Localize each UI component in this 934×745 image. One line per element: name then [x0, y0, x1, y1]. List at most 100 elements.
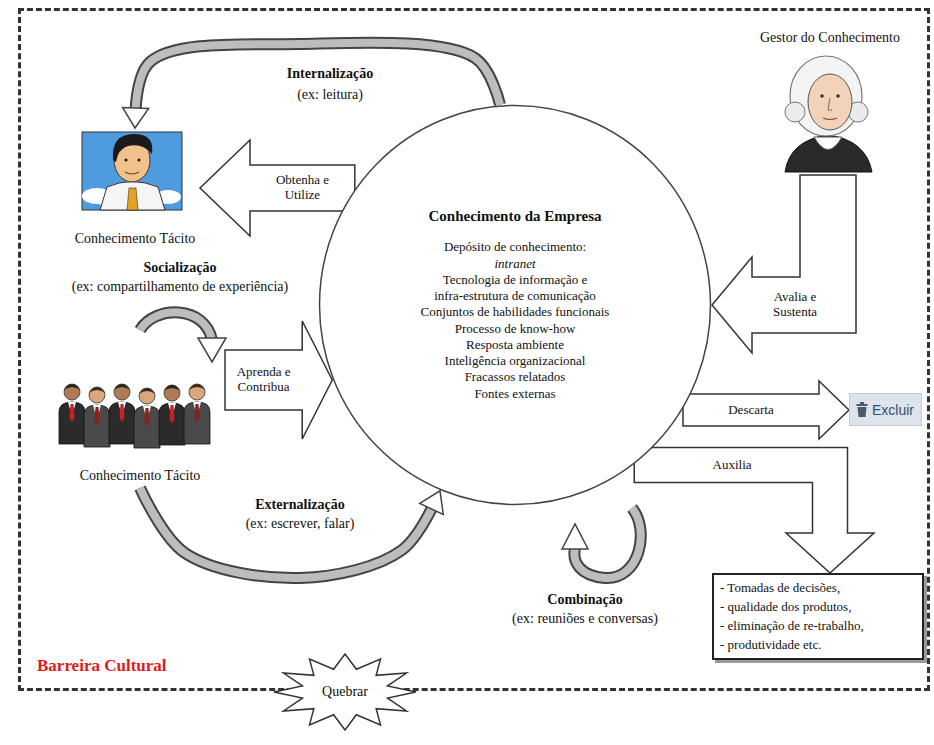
mouth [125, 172, 139, 174]
business-person [159, 385, 185, 445]
mouth [823, 118, 837, 120]
eye [836, 94, 840, 98]
wig-curl [785, 102, 805, 122]
knowledge-item: Tecnologia de informação e infra-estrutu… [410, 272, 620, 305]
sky-background [82, 132, 182, 210]
eye [124, 158, 127, 161]
person-icon [82, 132, 182, 210]
outcome-item: - Tomadas de decisões, [720, 579, 916, 598]
outcomes-box: - Tomadas de decisões,- qualidade dos pr… [712, 573, 924, 660]
outcome-item: - qualidade dos produtos, [720, 598, 916, 617]
knowledge-item: Resposta ambiente [410, 337, 620, 353]
arrow-head [123, 108, 149, 128]
block-arrow [200, 140, 355, 236]
block-arrow [712, 175, 856, 353]
block-arrow-shape [634, 448, 874, 574]
node-content: Quebrar [272, 652, 418, 732]
tie [127, 188, 138, 210]
trash-icon [856, 402, 868, 417]
block-arrow [634, 448, 874, 574]
arrow-label: Auxilia [713, 458, 752, 473]
node-caption: Gestor do Conhecimento [760, 30, 900, 47]
arrow-label: Aprenda e Contribua [231, 365, 297, 395]
curve-outline [135, 43, 500, 128]
curved-arrow [123, 43, 500, 128]
delete-button: Excluir [849, 393, 922, 426]
coat [785, 135, 872, 172]
tacit-person: Conhecimento Tácito [70, 128, 200, 248]
break-star: Quebrar [272, 652, 418, 732]
business-person [134, 388, 160, 448]
arrow-label: Obtenha e Utilize [270, 173, 334, 203]
knowledge-item: Inteligência organizacional [410, 353, 620, 369]
node-content: Conhecimento Tácito [70, 229, 200, 248]
loop-band [140, 312, 212, 340]
barrier-label: Barreira Cultural [37, 656, 167, 676]
block-arrow-shape [225, 321, 332, 439]
node-caption: Conhecimento Tácito [80, 468, 201, 485]
example-note: (ex: compartilhamento de experiência) [72, 279, 289, 296]
node-caption: Conhecimento Tácito [75, 231, 196, 248]
node-content: Conhecimento da EmpresaDepósito de conhe… [318, 104, 712, 506]
star-label: Quebrar [322, 684, 368, 700]
example-note: (ex: leitura) [297, 87, 363, 104]
block-arrow [683, 381, 849, 439]
curve-outline [140, 488, 440, 578]
cultural-barrier-frame: Conhecimento Tácito Conhecimento da Empre… [18, 8, 930, 691]
business-person [184, 384, 210, 444]
knowledge-item: Conjuntos de habilidades funcionais [410, 304, 620, 320]
manager-portrait [785, 56, 872, 172]
knowledge-item: Processo de know-how [410, 321, 620, 337]
node-content: Gestor do Conhecimento [742, 28, 918, 47]
button-text: Excluir [872, 402, 914, 418]
loop-outline [140, 312, 212, 340]
example-note: (ex: reuniões e conversas) [512, 611, 658, 628]
eye [137, 158, 140, 161]
knowledge-item: Fracassos relatados [410, 369, 620, 385]
knowledge-item: intranet [410, 256, 620, 272]
combination-loop [562, 508, 641, 578]
loop-head [198, 338, 226, 362]
circle-heading: Conhecimento da Empresa [428, 208, 601, 225]
node-content: - Tomadas de decisões,- qualidade dos pr… [714, 575, 922, 658]
business-person [59, 384, 85, 444]
loop-head [562, 524, 588, 549]
outcome-item: - produtividade etc. [720, 636, 916, 655]
hair [113, 134, 153, 162]
knowledge-manager: Gestor do Conhecimento [742, 28, 918, 175]
trash-handle [860, 402, 864, 404]
outcome-item: - eliminação de re-trabalho, [720, 617, 916, 636]
arrow-label: Avalia e Sustenta [765, 290, 825, 320]
process-name: Combinação [547, 592, 622, 609]
knowledge-item: Fontes externas [410, 386, 620, 402]
knowledge-item: Depósito de conhecimento: [410, 239, 620, 255]
node-content: Barreira Cultural [37, 656, 167, 676]
circle-shape [320, 106, 711, 505]
trash-body [857, 407, 866, 417]
example-note: (ex: escrever, falar) [246, 516, 355, 533]
node-content: Excluir [850, 394, 921, 425]
block-arrow [225, 321, 332, 439]
arrow-label: Descarta [728, 403, 773, 418]
business-person [109, 384, 135, 444]
process-name: Internalização [287, 66, 373, 83]
process-name: Externalização [255, 497, 344, 514]
process-name: Socialização [143, 260, 216, 277]
eye [820, 94, 824, 98]
tacit-group: Conhecimento Tácito [55, 370, 225, 488]
business-group [59, 384, 210, 448]
cravat [814, 137, 842, 150]
block-arrow-shape [712, 175, 856, 353]
curve-band [140, 488, 440, 578]
arrow-head [420, 491, 444, 515]
block-arrow-shape [683, 381, 849, 439]
wig [790, 56, 862, 136]
node-content: Conhecimento Tácito [55, 466, 225, 485]
curved-arrow [140, 488, 443, 578]
trash-lid [856, 404, 867, 406]
shirt [100, 182, 165, 211]
face [808, 74, 852, 130]
